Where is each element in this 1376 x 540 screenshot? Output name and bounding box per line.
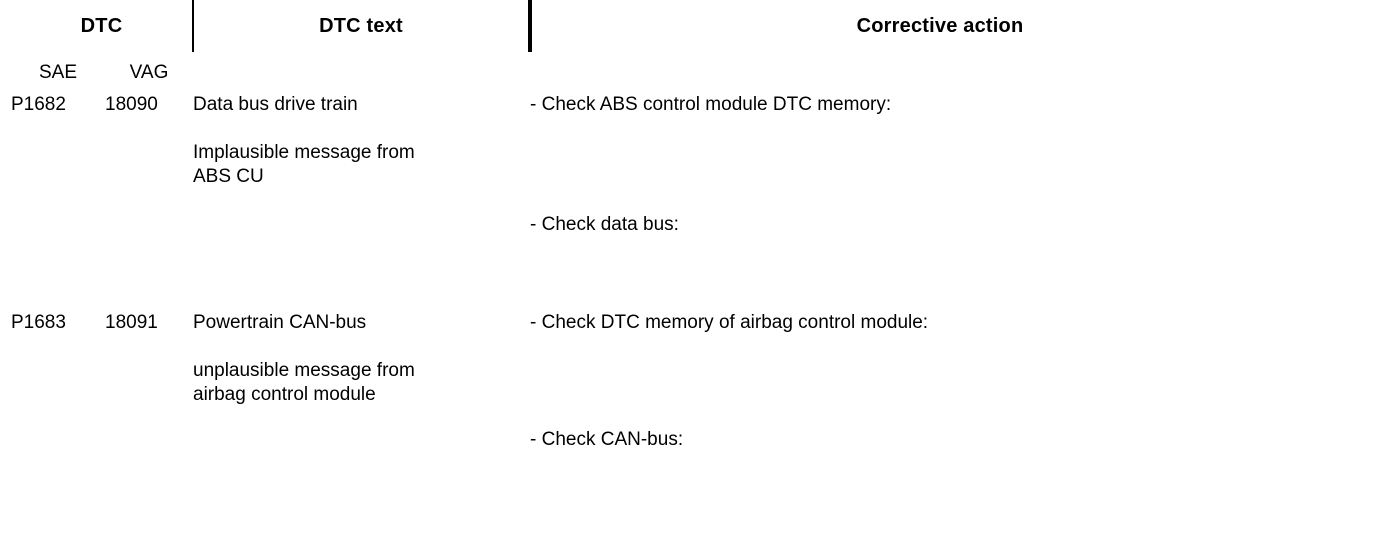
cell-sae-code: P1682	[11, 93, 105, 311]
corrective-action-gap	[530, 117, 1348, 213]
corrective-action-line-1: - Check DTC memory of airbag control mod…	[530, 312, 929, 333]
header-corrective-action: Corrective action	[528, 0, 1348, 52]
dtc-text-line-2: Implausible message from	[193, 142, 415, 163]
cell-vag-code: 18091	[105, 311, 193, 531]
dtc-text-line-3: ABS CU	[193, 166, 264, 187]
dtc-text-line-1: Data bus drive train	[193, 94, 358, 115]
cell-sae-code: P1683	[11, 311, 105, 531]
header-vag: VAG	[105, 52, 193, 93]
cell-corrective-action: - Check DTC memory of airbag control mod…	[530, 311, 1348, 531]
dtc-text-gap	[193, 335, 530, 359]
corrective-action-line-2: - Check data bus:	[530, 214, 679, 235]
cell-vag-code: 18090	[105, 93, 193, 311]
cell-corrective-action: - Check ABS control module DTC memory: -…	[530, 93, 1348, 311]
dtc-table: DTC DTC text Corrective action SAE VAG P…	[11, 0, 1348, 531]
table-header-main-row: DTC DTC text Corrective action	[11, 0, 1348, 52]
corrective-action-line-2: - Check CAN-bus:	[530, 429, 684, 450]
corrective-action-line-1: - Check ABS control module DTC memory:	[530, 94, 892, 115]
header-sae: SAE	[11, 52, 105, 93]
table-header-sub-row: SAE VAG	[11, 52, 1348, 93]
cell-dtc-text: Powertrain CAN-bus unplausible message f…	[193, 311, 530, 531]
corrective-action-gap	[530, 335, 1348, 428]
dtc-text-gap	[193, 117, 530, 141]
dtc-text-line-2: unplausible message from	[193, 360, 415, 381]
dtc-text-line-3: airbag control module	[193, 384, 376, 405]
header-dtc-text: DTC text	[192, 0, 530, 52]
header-dtc-group: DTC	[11, 0, 193, 52]
header-dtc-text-sub-blank	[193, 52, 530, 93]
dtc-text-line-1: Powertrain CAN-bus	[193, 312, 367, 333]
header-corrective-action-sub-blank	[530, 52, 1348, 93]
cell-dtc-text: Data bus drive train Implausible message…	[193, 93, 530, 311]
table-row: P1682 18090 Data bus drive train Implaus…	[11, 93, 1348, 311]
table-row: P1683 18091 Powertrain CAN-bus unplausib…	[11, 311, 1348, 531]
